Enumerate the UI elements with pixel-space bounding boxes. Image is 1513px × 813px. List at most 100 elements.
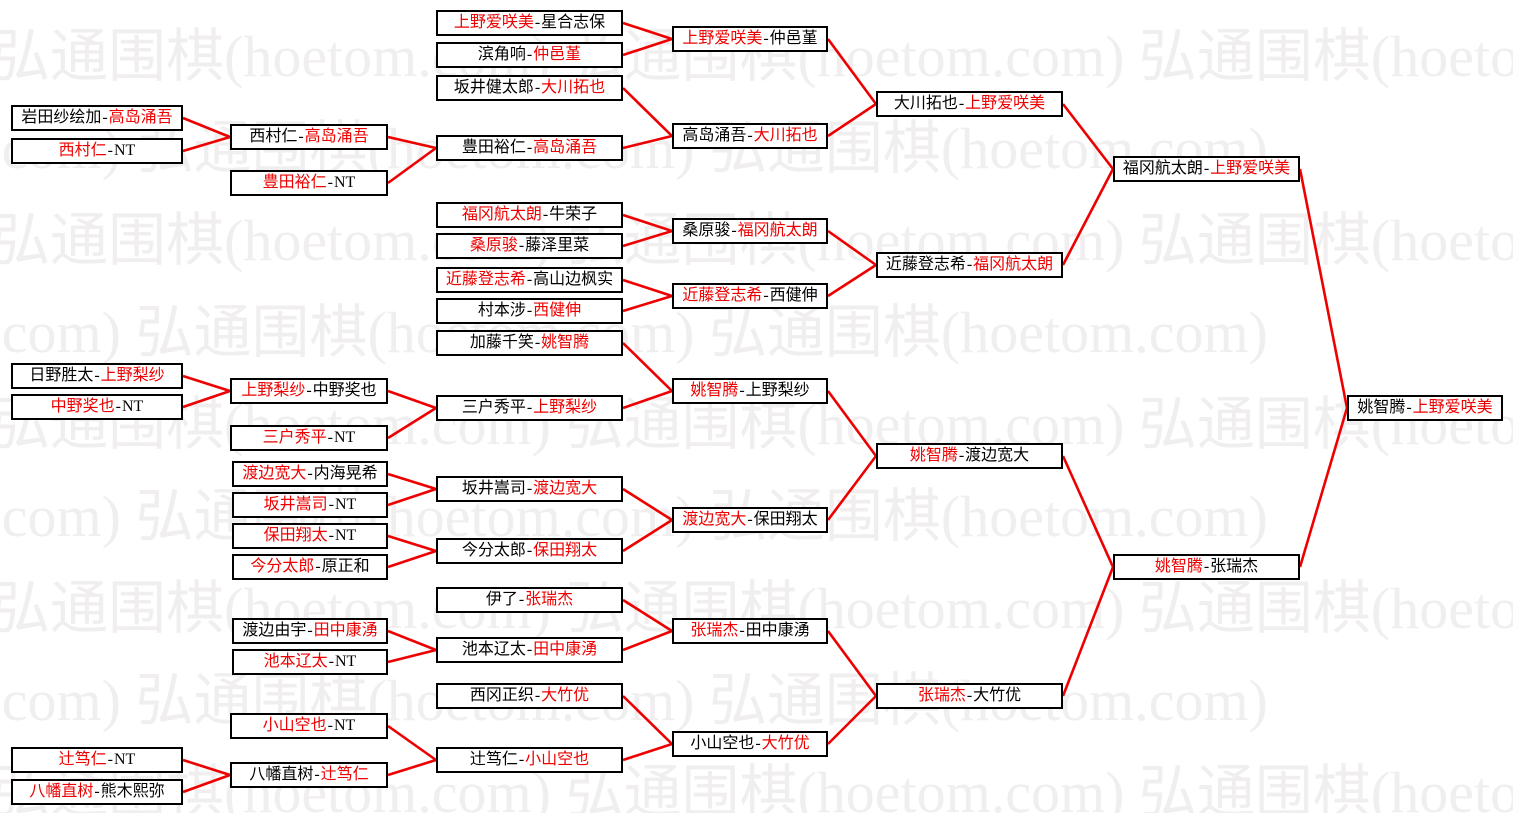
vs-separator: - — [534, 79, 541, 96]
vs-separator: - — [1203, 160, 1210, 177]
match-box: 姚智腾-渡边宽大 — [876, 443, 1063, 469]
vs-separator: - — [526, 46, 533, 63]
match-box: 西村仁-NT — [11, 138, 183, 164]
vs-separator: - — [298, 128, 304, 145]
player-name: NT — [114, 142, 136, 159]
bracket-connector — [622, 213, 673, 233]
player-name: 桑原骏 — [682, 222, 731, 239]
player-name: NT — [114, 751, 136, 768]
player-name: NT — [122, 398, 144, 415]
player-name: 仲邑堇 — [533, 46, 582, 63]
player-name: 渡边宽大 — [682, 511, 747, 528]
match-box: 滨角响-仲邑堇 — [436, 42, 623, 68]
bracket-connector — [622, 389, 673, 410]
match-box: 日野胜太-上野梨纱 — [11, 363, 183, 389]
match-box: 辻笃仁-NT — [11, 747, 183, 773]
player-name: 田中康湧 — [313, 622, 378, 639]
bracket-connector — [622, 342, 673, 392]
player-name: 坂井嵩司 — [263, 496, 328, 513]
player-name: 日野胜太 — [29, 367, 94, 384]
match-box: 小山空也-大竹优 — [672, 731, 828, 757]
bracket-connector — [826, 630, 878, 697]
vs-separator: - — [518, 591, 525, 608]
player-name: 近藤登志希 — [885, 256, 966, 273]
vs-separator: - — [307, 622, 313, 639]
vs-separator: - — [327, 429, 333, 446]
player-name: NT — [334, 174, 356, 191]
player-name: 渡边宽大 — [965, 447, 1030, 464]
vs-separator: - — [526, 480, 533, 497]
player-name: 上野爱咲美 — [1210, 160, 1291, 177]
player-name: 八幡直树 — [29, 783, 94, 800]
match-box: 保田翔太-NT — [232, 523, 388, 549]
match-box: 上野爱咲美-星合志保 — [436, 10, 623, 36]
vs-separator: - — [534, 14, 541, 31]
bracket-connector — [387, 648, 437, 664]
player-name: 姚智腾 — [690, 382, 739, 399]
match-box: 张瑞杰-田中康湧 — [672, 618, 828, 644]
player-name: 高山边枫实 — [533, 271, 614, 288]
match-box: 渡边由宇-田中康湧 — [232, 618, 388, 644]
vs-separator: - — [958, 447, 965, 464]
player-name: 辻笃仁 — [469, 751, 518, 768]
vs-separator: - — [518, 237, 525, 254]
match-box: 坂井嵩司-渡边宽大 — [436, 476, 623, 502]
match-box: 豊田裕仁-高岛涌吾 — [436, 135, 623, 161]
bracket-connector — [1061, 566, 1115, 697]
player-name: 大川拓也 — [753, 127, 818, 144]
player-name: 姚智腾 — [909, 447, 958, 464]
player-name: 中野奖也 — [312, 382, 377, 399]
player-name: 牛荣子 — [549, 206, 598, 223]
player-name: 中野奖也 — [50, 398, 115, 415]
player-name: NT — [335, 496, 357, 513]
player-name: 岩田纱绘加 — [21, 109, 102, 126]
player-name: 坂井嵩司 — [461, 480, 526, 497]
player-name: 仲邑堇 — [769, 30, 818, 47]
match-box: 桑原骏-福冈航太朗 — [672, 218, 828, 244]
match-box: 池本辽太-田中康湧 — [436, 637, 623, 663]
match-box: 姚智腾-上野爱咲美 — [1347, 395, 1503, 421]
vs-separator: - — [102, 109, 108, 126]
player-name: 渡边宽大 — [533, 480, 598, 497]
player-name: 渡边宽大 — [242, 465, 307, 482]
bracket-connector — [182, 773, 231, 794]
vs-separator: - — [518, 751, 525, 768]
player-name: 桑原骏 — [469, 237, 518, 254]
player-name: 豊田裕仁 — [461, 139, 526, 156]
vs-separator: - — [1203, 558, 1210, 575]
player-name: 藤泽里菜 — [525, 237, 590, 254]
bracket-connector — [387, 472, 437, 491]
vs-separator: - — [763, 287, 769, 304]
vs-separator: - — [966, 687, 973, 704]
bracket-connector — [827, 102, 877, 138]
bracket-connector — [622, 742, 673, 762]
vs-separator: - — [534, 687, 541, 704]
match-box: 今分太郎-原正和 — [232, 554, 388, 580]
vs-separator: - — [327, 717, 333, 734]
vs-separator: - — [526, 271, 533, 288]
player-name: 田中康湧 — [745, 622, 810, 639]
match-box: 桑原骏-藤泽里菜 — [436, 233, 623, 259]
bracket-connector — [1061, 103, 1115, 170]
player-name: 张瑞杰 — [690, 622, 739, 639]
player-name: 西健伸 — [769, 287, 818, 304]
player-name: 高岛涌吾 — [682, 127, 747, 144]
match-box: 西冈正织-大竹优 — [436, 683, 623, 709]
vs-separator: - — [526, 302, 533, 319]
player-name: 小山空也 — [262, 717, 327, 734]
player-name: 高岛涌吾 — [108, 109, 173, 126]
vs-separator: - — [966, 256, 973, 273]
vs-separator: - — [107, 751, 113, 768]
vs-separator: - — [94, 367, 100, 384]
player-name: 三户秀平 — [461, 399, 526, 416]
bracket-connector — [387, 487, 437, 507]
player-name: NT — [334, 717, 356, 734]
player-name: 福冈航太朗 — [461, 206, 542, 223]
vs-separator: - — [1406, 399, 1412, 416]
player-name: 近藤登志希 — [445, 271, 526, 288]
vs-separator: - — [328, 496, 334, 513]
match-box: 近藤登志希-西健伸 — [672, 283, 828, 309]
player-name: NT — [334, 429, 356, 446]
